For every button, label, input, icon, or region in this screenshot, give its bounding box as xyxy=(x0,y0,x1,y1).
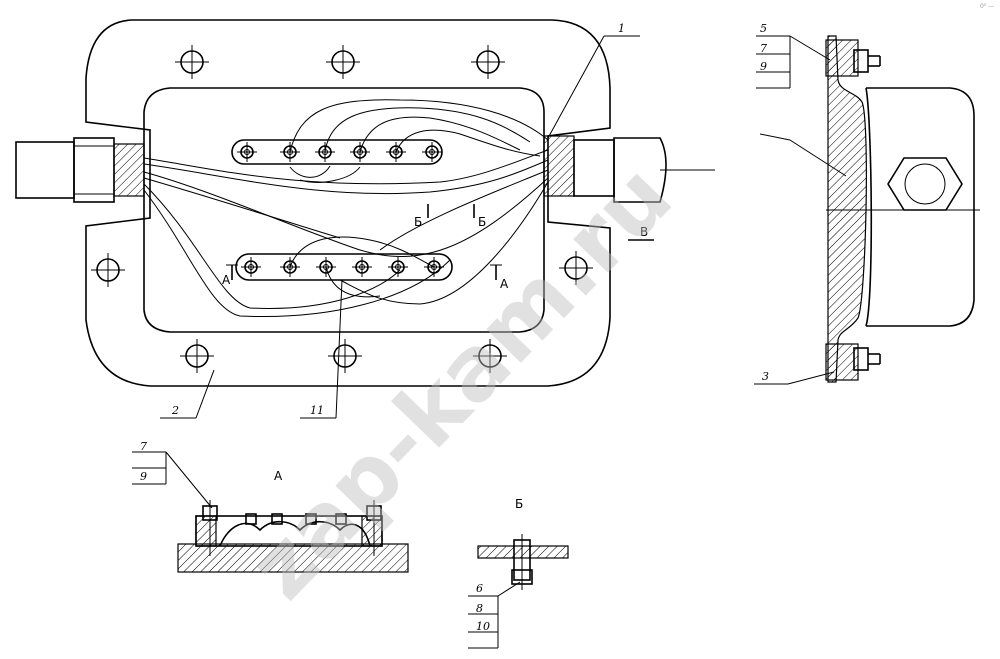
wire-harness xyxy=(143,99,549,317)
mounting-hole xyxy=(470,44,506,80)
section-b-view: Б 6 8 10 xyxy=(468,497,569,649)
callout-6: 6 xyxy=(476,582,483,595)
section-a-view: А 7 9 xyxy=(132,440,409,573)
mounting-hole xyxy=(325,44,361,80)
mounting-hole xyxy=(90,252,126,288)
section-marks: А А Б Б В xyxy=(222,204,654,291)
mounting-hole xyxy=(327,338,363,374)
callout-7-a: 7 xyxy=(140,440,147,453)
mounting-hole xyxy=(174,44,210,80)
flange-outline xyxy=(85,19,611,387)
side-view: 5 7 9 3 xyxy=(754,22,980,385)
callout-3: 3 xyxy=(762,370,769,383)
section-mark-b-left: Б xyxy=(414,215,422,229)
callout-8: 8 xyxy=(476,602,483,615)
section-mark-a-left: А xyxy=(222,273,231,287)
main-view: А А Б Б В 1 2 11 xyxy=(15,19,715,419)
section-a-title: А xyxy=(274,469,283,483)
section-mark-a-right: А xyxy=(500,277,509,291)
terminal-strip-upper xyxy=(231,139,443,165)
right-cable-gland xyxy=(543,135,715,203)
callout-5: 5 xyxy=(760,22,767,35)
callout-1: 1 xyxy=(618,22,625,35)
corner-mark: 0⁰ — xyxy=(980,3,994,10)
terminal-strip-lower xyxy=(235,253,453,281)
body-outline xyxy=(143,87,545,333)
callout-10: 10 xyxy=(476,620,490,633)
section-b-title: Б xyxy=(515,497,523,511)
section-mark-b-right: Б xyxy=(478,215,486,229)
view-mark-v: В xyxy=(640,225,648,239)
callouts-main: 1 2 11 xyxy=(160,22,640,419)
callout-7-side: 7 xyxy=(760,42,767,55)
callout-2: 2 xyxy=(171,404,179,417)
watermark: zap-kam.ru xyxy=(229,145,692,619)
callout-9-side: 9 xyxy=(760,60,767,73)
left-cable-gland xyxy=(15,137,145,203)
callout-11: 11 xyxy=(310,404,324,417)
callout-9-a: 9 xyxy=(140,470,147,483)
mounting-hole xyxy=(179,338,215,374)
cover-plate xyxy=(827,35,867,383)
hex-nut xyxy=(887,157,963,211)
